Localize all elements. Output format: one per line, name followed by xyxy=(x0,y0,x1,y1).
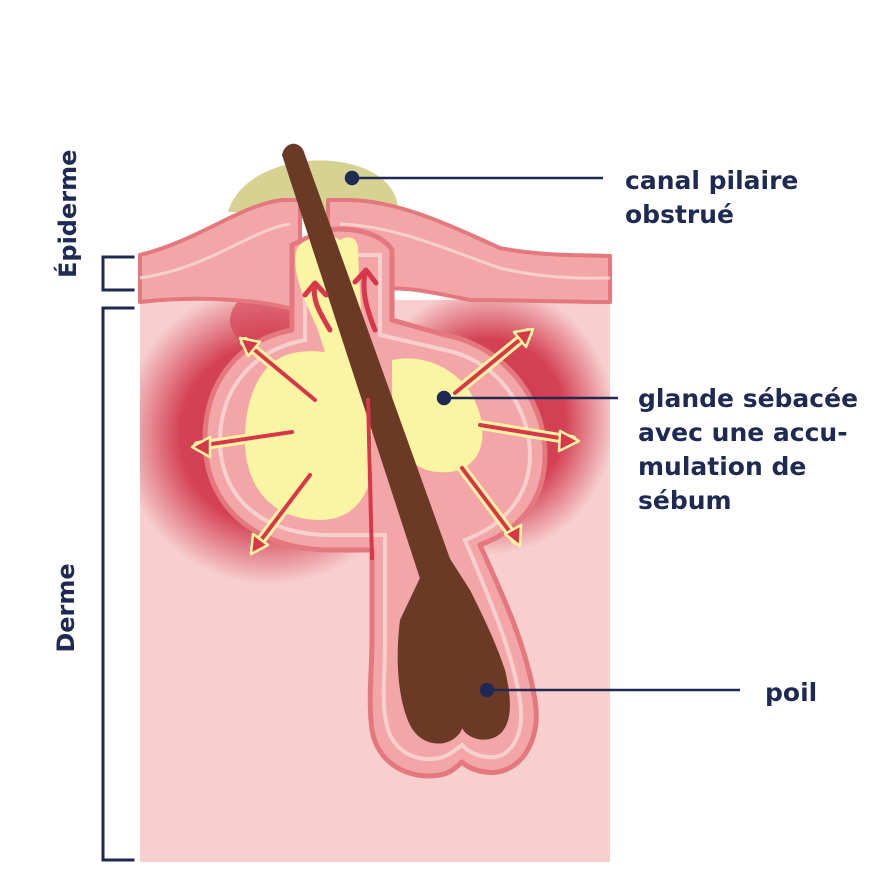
pressure-arrows xyxy=(190,327,581,556)
layer-brackets xyxy=(101,255,135,862)
canal-label-line-2: obstrué xyxy=(625,200,734,229)
flow-arrows xyxy=(302,267,379,333)
canal-label: canal pilaire obstrué xyxy=(625,164,798,232)
gland-label-line-2: avec une accu- xyxy=(638,418,848,447)
gland-label-line-4: sébum xyxy=(638,486,732,515)
gland-label: glande sébacée avec une accu- mulation d… xyxy=(638,382,858,518)
canal-label-line-1: canal pilaire xyxy=(625,166,799,195)
epidermis-label: Épiderme xyxy=(54,149,82,278)
dermis-label: Derme xyxy=(52,563,80,653)
hair-label-line-1: poil xyxy=(765,678,818,707)
callout-lines xyxy=(344,170,740,698)
hair-shaft xyxy=(282,143,472,640)
hair-label: poil xyxy=(765,676,817,710)
gland-label-line-1: glande sébacée xyxy=(638,384,859,413)
gland-label-line-3: mulation de xyxy=(638,452,807,481)
